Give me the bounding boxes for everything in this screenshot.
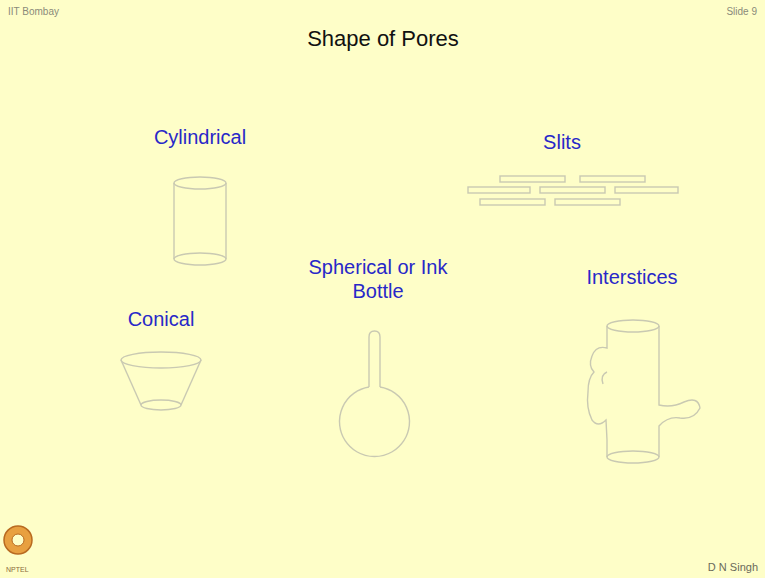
institute-name: IIT Bombay — [8, 6, 59, 18]
cylindrical-pore — [174, 177, 226, 265]
pore-shape-name: Slits — [543, 130, 581, 154]
slide-title: Shape of Pores — [307, 26, 459, 52]
pore-shape-name: Cylindrical — [154, 125, 246, 149]
pore-shape-name: Spherical or Ink Bottle — [303, 255, 453, 303]
ink-bottle-pore — [340, 331, 410, 457]
pore-shape-name: Interstices — [586, 265, 677, 289]
logo-text: NPTEL — [6, 566, 29, 574]
author-name: D N Singh — [708, 561, 758, 574]
nptel-logo — [4, 526, 32, 554]
pore-shape-name: Conical — [128, 307, 195, 331]
conical-pore — [121, 352, 201, 410]
slide-number: Slide 9 — [726, 6, 757, 18]
slit-pores — [468, 176, 678, 205]
interstice-pore — [588, 320, 701, 463]
